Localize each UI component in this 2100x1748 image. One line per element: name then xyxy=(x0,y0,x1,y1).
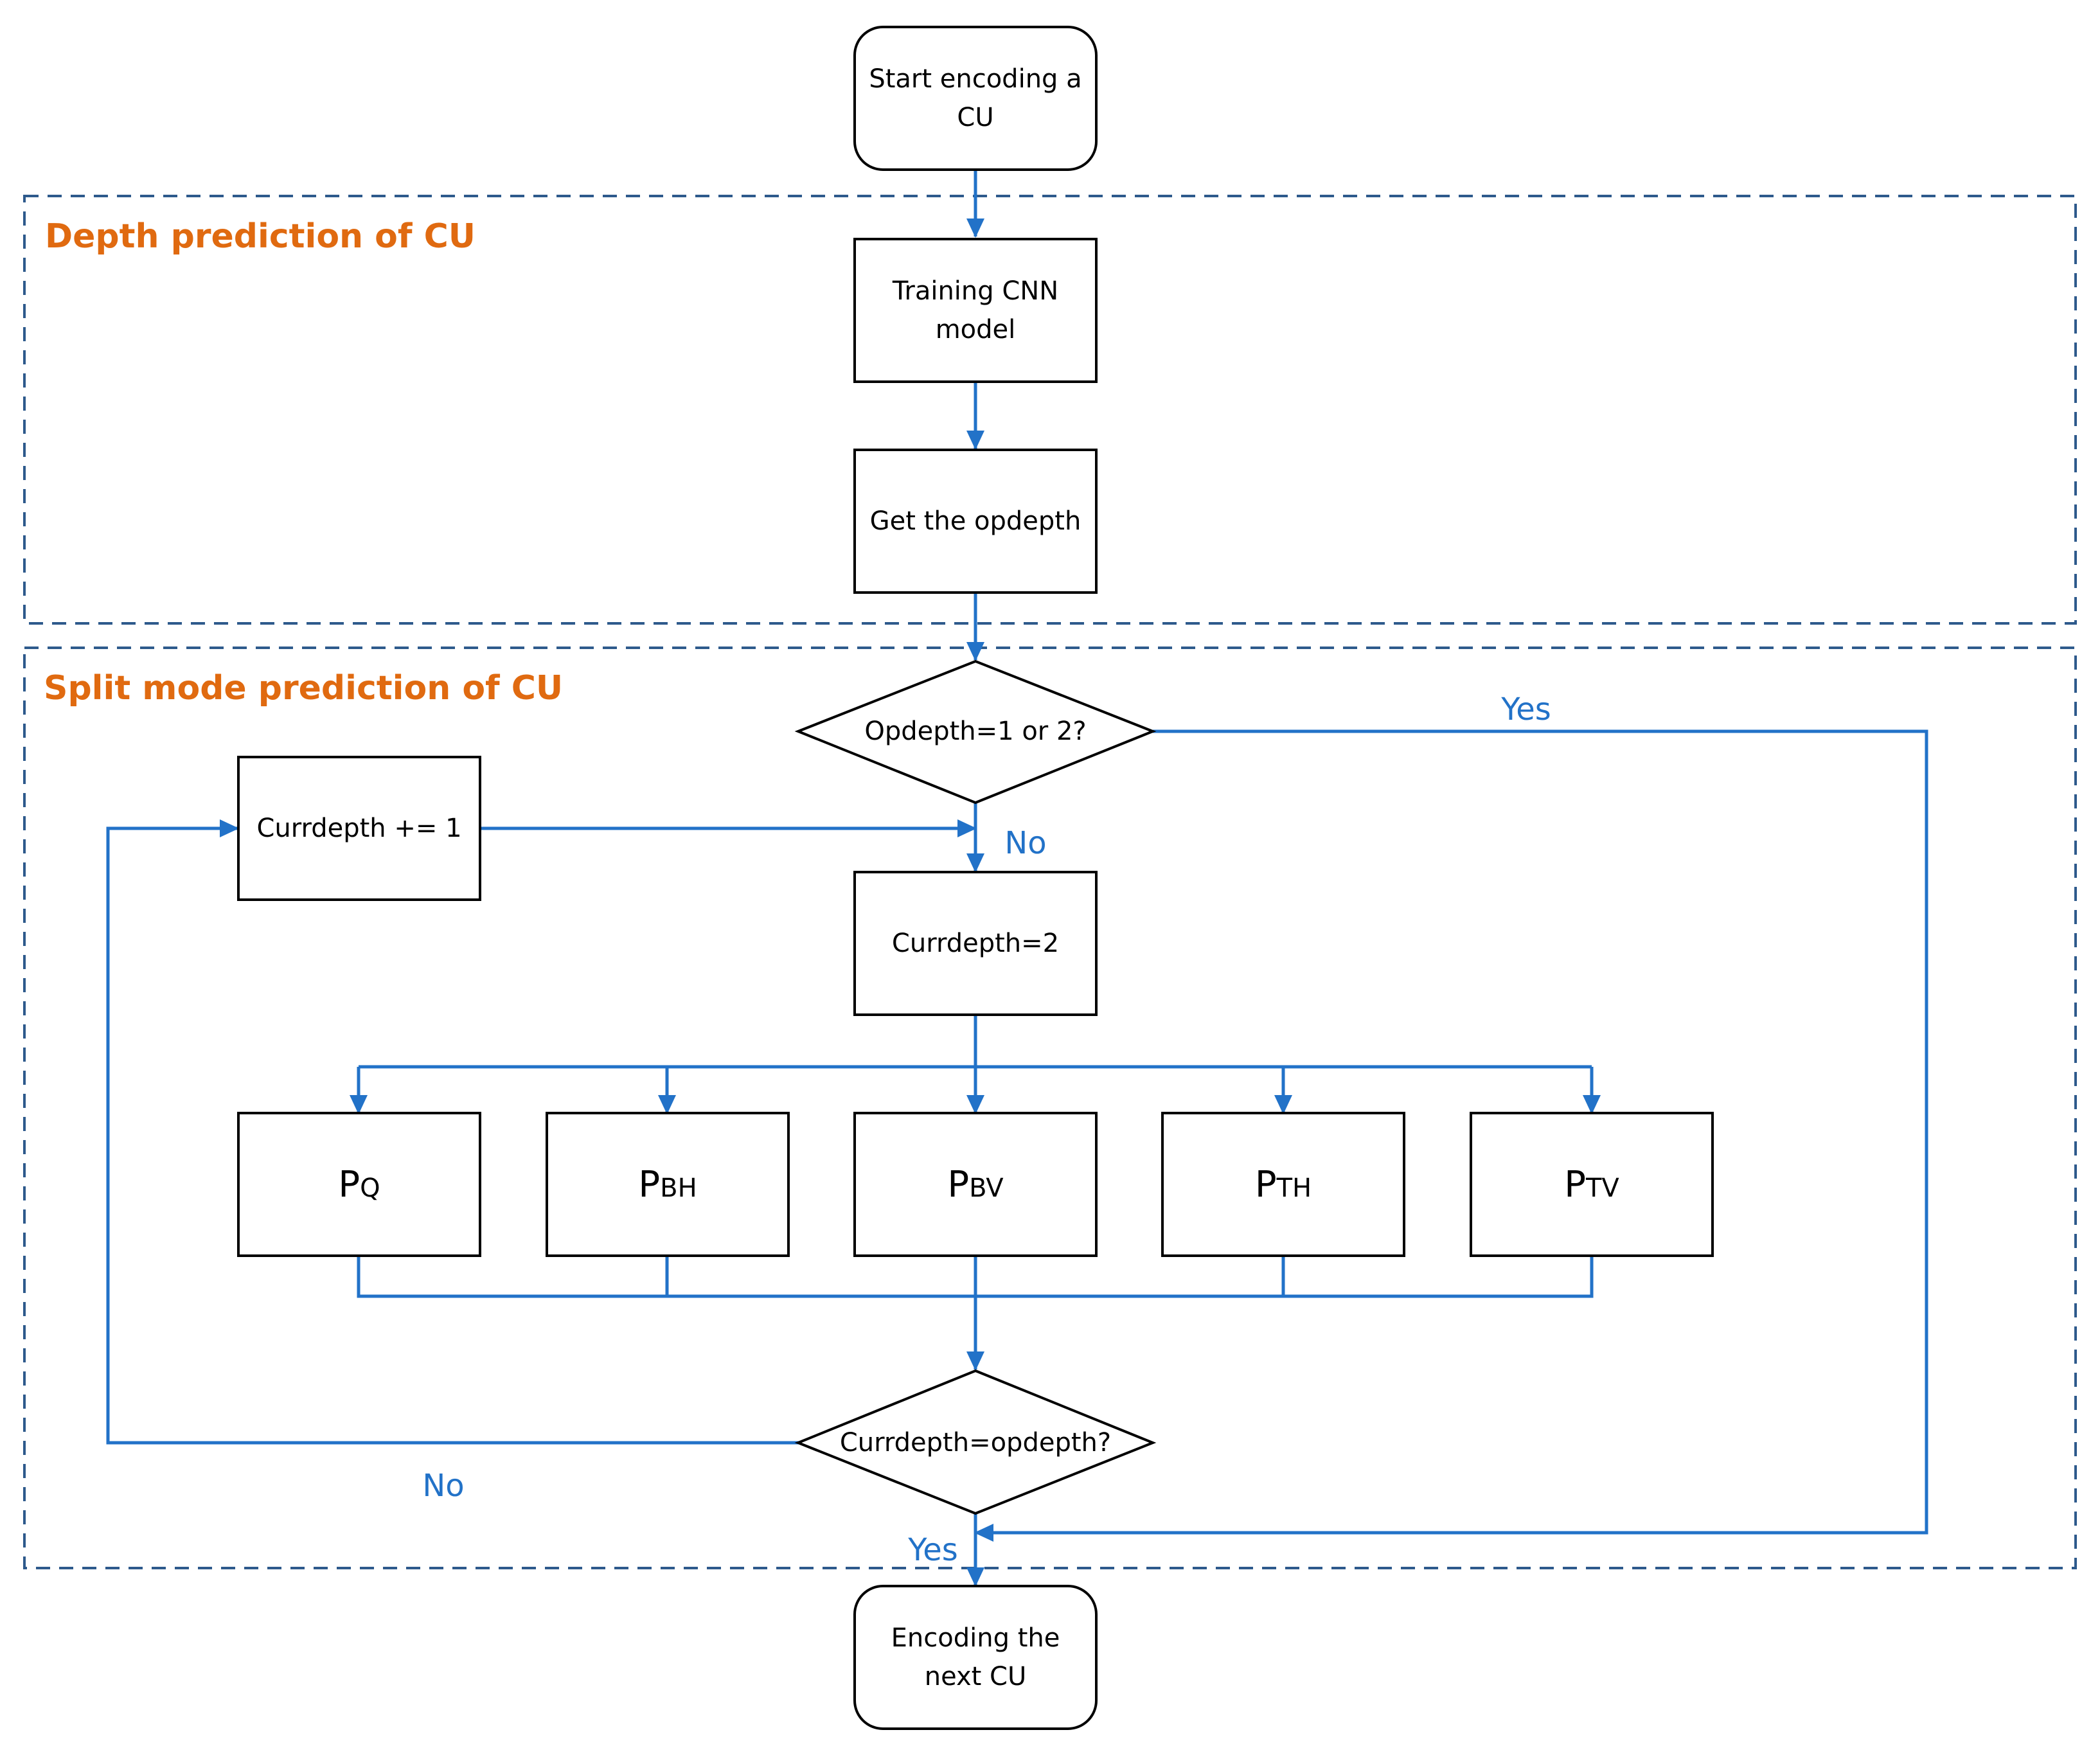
node-text-line: Currdepth=2 xyxy=(892,929,1059,958)
partition-ptv-label: PTV xyxy=(1564,1164,1619,1206)
partition-pq-label: PQ xyxy=(338,1164,380,1206)
node-training-text: Training CNN model xyxy=(892,276,1058,344)
depth-prediction-title: Depth prediction of CU xyxy=(45,217,476,256)
partition-pth: PTH xyxy=(1161,1112,1405,1257)
partition-main-letter: P xyxy=(1564,1164,1586,1206)
node-text-line: Training CNN xyxy=(892,276,1058,306)
partition-main-letter: P xyxy=(338,1164,360,1206)
node-text-line: Opdepth=1 or 2? xyxy=(864,717,1086,746)
node-currdepth-init-text: Currdepth=2 xyxy=(892,929,1059,958)
partition-subscript: TV xyxy=(1585,1173,1619,1203)
partition-main-letter: P xyxy=(638,1164,660,1206)
node-training-cnn: Training CNN model xyxy=(853,238,1098,383)
depth-prediction-region xyxy=(23,195,2077,625)
partition-ptv: PTV xyxy=(1470,1112,1714,1257)
partition-pth-label: PTH xyxy=(1255,1164,1312,1206)
label-opdepth-yes: Yes xyxy=(1500,691,1551,727)
label-curr-yes: Yes xyxy=(907,1532,957,1568)
partition-pbh-label: PBH xyxy=(638,1164,697,1206)
node-currdepth-increment: Currdepth += 1 xyxy=(237,756,481,901)
node-text-line: Currdepth=opdepth? xyxy=(840,1428,1111,1458)
partition-pq: PQ xyxy=(237,1112,481,1257)
node-start-text: Start encoding a CU xyxy=(869,64,1081,132)
decision-currdepth: Currdepth=opdepth? xyxy=(794,1369,1157,1515)
partition-subscript: BV xyxy=(969,1173,1004,1203)
edges xyxy=(106,170,1928,1587)
node-end-text: Encoding the next CU xyxy=(891,1623,1060,1691)
node-text-line: Get the opdepth xyxy=(870,506,1081,536)
partition-subscript: BH xyxy=(660,1173,697,1203)
edge-yes-bypass xyxy=(974,729,1928,1542)
partition-pbh: PBH xyxy=(546,1112,790,1257)
label-opdepth-no: No xyxy=(1004,825,1046,861)
partition-pbv: PBV xyxy=(853,1112,1098,1257)
node-get-opdepth-text: Get the opdepth xyxy=(870,506,1081,536)
split-mode-region xyxy=(23,647,2077,1569)
node-get-opdepth: Get the opdepth xyxy=(853,449,1098,594)
partition-pbv-label: PBV xyxy=(947,1164,1004,1206)
node-text-line: CU xyxy=(957,103,993,132)
decision-currdepth-text: Currdepth=opdepth? xyxy=(840,1428,1111,1458)
split-mode-title: Split mode prediction of CU xyxy=(44,669,563,708)
partition-subscript: TH xyxy=(1276,1173,1312,1203)
node-start: Start encoding a CU xyxy=(853,26,1098,171)
node-currdepth-init: Currdepth=2 xyxy=(853,871,1098,1016)
decision-opdepth-text: Opdepth=1 or 2? xyxy=(864,717,1086,746)
partition-boxes: PQ PBH PBV PTH PTV xyxy=(237,1112,1714,1257)
label-curr-no: No xyxy=(422,1468,464,1504)
partition-main-letter: P xyxy=(947,1164,969,1206)
node-currdepth-increment-text: Currdepth += 1 xyxy=(256,814,461,843)
node-text-line: Currdepth += 1 xyxy=(256,814,461,843)
node-text-line: next CU xyxy=(925,1662,1027,1691)
edge-decision-no-loop xyxy=(106,819,799,1445)
partition-main-letter: P xyxy=(1255,1164,1277,1206)
node-text-line: Start encoding a xyxy=(869,64,1081,94)
partition-subscript: Q xyxy=(360,1173,380,1203)
decision-opdepth: Opdepth=1 or 2? xyxy=(794,659,1157,805)
node-text-line: model xyxy=(936,315,1016,344)
node-end: Encoding the next CU xyxy=(853,1585,1098,1730)
node-text-line: Encoding the xyxy=(891,1623,1060,1653)
